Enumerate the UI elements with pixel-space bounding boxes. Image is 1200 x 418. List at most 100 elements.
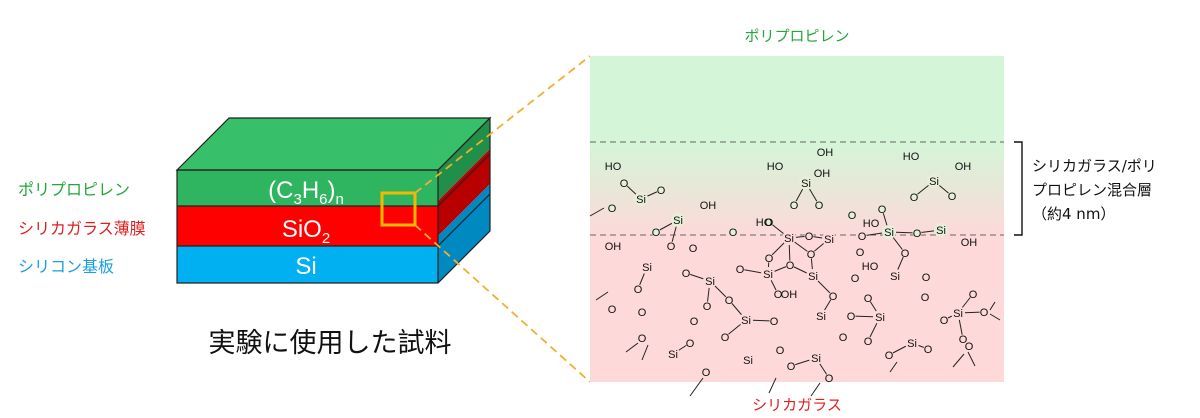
- zone-polypropylene: [590, 56, 1004, 142]
- hydroxyl-group: HO: [903, 151, 920, 163]
- o-atom-bg: [769, 316, 779, 326]
- o-atom-bg: [773, 289, 783, 299]
- o-atom: O: [657, 185, 666, 197]
- o-atom: O: [848, 210, 857, 222]
- block-side-red: [438, 149, 490, 236]
- si-atom-bg: [888, 269, 902, 283]
- label-silica-film: シリカガラス薄膜: [18, 219, 146, 238]
- o-atom-bg: [764, 253, 774, 263]
- si-atom-bg: [873, 310, 887, 324]
- o-atom-bg: [947, 191, 957, 201]
- o-atom: O: [765, 217, 774, 229]
- o-atom: O: [770, 316, 779, 328]
- o-atom-bg: [877, 204, 887, 214]
- o-atom-bg: [724, 295, 734, 305]
- zoom-highlight-box: [380, 191, 417, 227]
- o-atom-bg: [863, 336, 873, 346]
- o-atom: O: [922, 272, 931, 284]
- o-atom-bg: [847, 210, 857, 220]
- layer-label-sio2: SiO2: [282, 216, 330, 247]
- o-atom-bg: [814, 200, 824, 210]
- o-atom: O: [864, 293, 873, 305]
- o-atom-bg: [633, 284, 643, 294]
- o-atom-bg: [720, 332, 730, 342]
- o-atom-bg: [806, 249, 816, 259]
- o-atom: O: [725, 295, 734, 307]
- o-atom-bg: [857, 231, 867, 241]
- terminal-bond: [595, 291, 609, 301]
- o-atom: O: [634, 284, 643, 296]
- block-top-face: [177, 118, 490, 170]
- hydroxyl-group: HO: [863, 218, 880, 230]
- o-atom: O: [913, 228, 922, 240]
- layer-label-c3h6: (C3H6)n: [268, 177, 344, 208]
- si-atom-bg: [640, 260, 654, 274]
- si-atom-bg: [782, 231, 796, 245]
- o-atom: O: [765, 253, 774, 265]
- label-zone-polypropylene: ポリプロピレン: [744, 27, 849, 45]
- o-atom-bg: [863, 293, 873, 303]
- o-atom: O: [878, 204, 887, 216]
- si-atom: Si: [642, 262, 652, 274]
- terminal-bond: [768, 377, 777, 394]
- hydroxyl-group: OH: [817, 147, 834, 159]
- hydroxyl-group: OH: [781, 289, 798, 301]
- caption: 実験に使用した試料: [209, 328, 452, 359]
- bracket-label-line1: シリカガラス/ポリ: [1032, 157, 1157, 175]
- o-atom-bg: [656, 185, 666, 195]
- layer-si: [177, 246, 438, 283]
- o-atom: O: [690, 316, 699, 328]
- o-atom: O: [965, 341, 974, 353]
- si-atom-bg: [822, 232, 836, 246]
- o-atom: O: [638, 307, 647, 319]
- terminal-bond: [952, 353, 965, 368]
- o-atom: O: [940, 315, 949, 327]
- o-atom-bg: [735, 264, 745, 274]
- o-atom: O: [969, 289, 978, 301]
- si-atom: Si: [668, 349, 678, 361]
- layer-polypropylene: [177, 170, 438, 206]
- si-atom-bg: [951, 306, 965, 320]
- terminal-bond: [641, 344, 649, 361]
- o-atom: O: [667, 241, 676, 253]
- o-atom: O: [910, 192, 919, 204]
- o-atom-bg: [824, 373, 834, 383]
- o-atom-bg: [912, 228, 922, 238]
- o-atom: O: [790, 200, 799, 212]
- o-atom-bg: [685, 338, 695, 348]
- zoom-line-bottom: [414, 224, 591, 383]
- si-atom: Si: [741, 315, 751, 327]
- sample-block: (C3H6)n SiO2 Si: [175, 116, 492, 284]
- o-atom-bg: [968, 289, 978, 299]
- si-atom: Si: [705, 276, 715, 288]
- o-atom: O: [839, 332, 848, 344]
- si-atom-bg: [761, 267, 775, 281]
- o-atom-bg: [884, 350, 894, 360]
- hydroxyl-group: HO: [767, 161, 784, 173]
- o-atom-bg: [964, 341, 974, 351]
- o-atom: O: [856, 247, 865, 259]
- o-atom: O: [736, 264, 745, 276]
- o-atom: O: [815, 200, 824, 212]
- si-atom: Si: [875, 312, 885, 324]
- si-atom: Si: [953, 308, 963, 320]
- si-atom: Si: [801, 178, 811, 190]
- o-atom-bg: [619, 178, 629, 188]
- hydroxyl-group: OH: [955, 161, 972, 173]
- o-atom: O: [825, 373, 834, 385]
- block-side-green: [438, 118, 490, 201]
- zoom-line-top: [414, 55, 591, 194]
- o-atom-bg: [838, 332, 848, 342]
- si-atom-bg: [934, 223, 948, 237]
- o-atom-bg: [637, 307, 647, 317]
- o-atom-bg: [920, 292, 930, 302]
- terminal-bond: [689, 377, 704, 397]
- mixed-layer-bracket: [1014, 141, 1023, 236]
- o-atom-bg: [939, 315, 949, 325]
- hydroxyl-group: HO: [862, 261, 879, 273]
- terminal-bond: [989, 313, 1001, 321]
- o-atom: O: [901, 248, 910, 260]
- label-polypropylene: ポリプロピレン: [18, 180, 130, 199]
- o-atom: O: [702, 367, 711, 379]
